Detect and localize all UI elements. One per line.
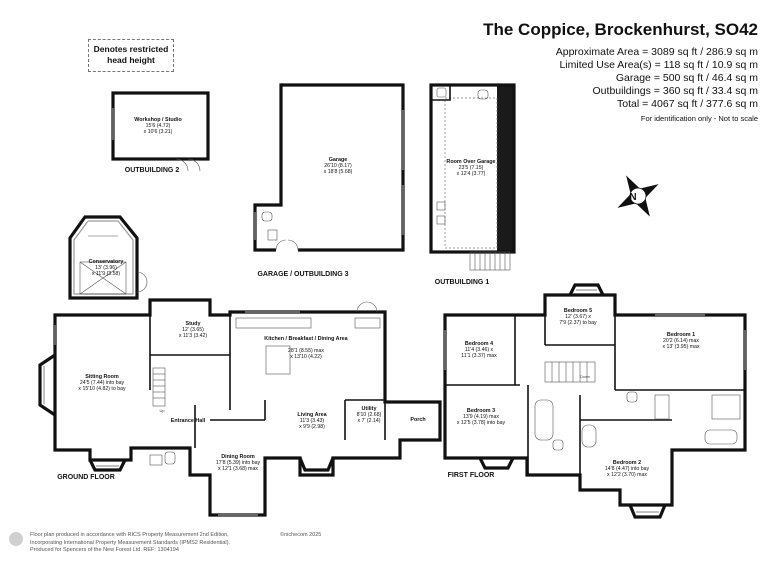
garage-label: GARAGE / OUTBUILDING 3	[257, 271, 348, 278]
compass-north-label: N	[629, 192, 636, 203]
workshop-dim-1: 15'6 (4.72)	[146, 123, 171, 129]
kitchen-dim-1: 28'1 (8.55) max	[288, 348, 324, 354]
utility-dim-1: 8'10 (2.68)	[357, 412, 382, 418]
restricted-legend-line1: Denotes restricted	[93, 44, 169, 54]
bedroom5-dim-2: 7'9 (2.37) to bay	[559, 320, 597, 326]
area-garage: Garage = 500 sq ft / 46.4 sq m	[615, 72, 758, 84]
conservatory-name: Conservatory	[89, 259, 124, 265]
porch-name: Porch	[410, 417, 425, 423]
bedroom5-dim-1: 12' (3.67) x	[565, 314, 591, 320]
footer-line-2: Incorporating International Property Mea…	[30, 539, 230, 546]
living-area-dim-2: x 9'9 (2.98)	[299, 424, 325, 430]
dining-room-dim-2: x 12'1 (3.68) max	[218, 466, 258, 472]
ground-floor-plan: Conservatory 13' (3.96) x 11'9 (3.58) Up	[38, 215, 442, 517]
first-floor-label: FIRST FLOOR	[448, 472, 495, 479]
bedroom2-dim-1: 14'8 (4.47) into bay	[605, 466, 650, 472]
bedroom2-name: Bedroom 2	[613, 460, 641, 466]
compass-rose-icon	[617, 175, 659, 217]
bedroom5-name: Bedroom 5	[564, 308, 592, 314]
garage-dim-1: 26'10 (8.17)	[324, 163, 352, 169]
ground-stairs	[152, 367, 166, 407]
footer-notes: Floor plan produced in accordance with R…	[30, 532, 230, 555]
utility-dim-2: x 7' (2.14)	[358, 418, 381, 424]
footer-copyright: ©nichecom 2025	[280, 532, 322, 538]
room-over-garage-name: Room Over Garage	[446, 159, 495, 165]
living-area-dim-1: 11'3 (3.43)	[300, 418, 325, 424]
bedroom3-name: Bedroom 3	[467, 408, 495, 414]
living-area-name: Living Area	[297, 412, 327, 418]
conservatory-dim-2: x 11'9 (3.58)	[92, 271, 121, 277]
dining-room-dim-1: 17'8 (5.39) into bay	[216, 460, 261, 466]
outbuilding-1-plan: Room Over Garage 23'5 (7.15) x 12'4 (3.7…	[429, 83, 516, 286]
room-over-garage-dim-1: 23'5 (7.15)	[459, 165, 484, 171]
workshop-name: Workshop / Studio	[134, 117, 182, 123]
bedroom1-dim-1: 20'2 (6.14) max	[663, 338, 699, 344]
ground-floor-label: GROUND FLOOR	[57, 474, 115, 481]
study-name: Study	[186, 321, 201, 327]
room-over-garage-dim-2: x 12'4 (3.77)	[457, 171, 486, 177]
outbuilding-1-label: OUTBUILDING 1	[435, 279, 490, 286]
up-marker: Up	[159, 408, 165, 413]
bedroom4-dim-2: 11'1 (3.37) max	[461, 353, 497, 359]
area-total: Total = 4067 sq ft / 377.6 sq m	[617, 98, 758, 110]
bedroom4-name: Bedroom 4	[465, 341, 493, 347]
bedroom3-dim-1: 13'9 (4.19) max	[463, 414, 499, 420]
restricted-legend-line2: head height	[107, 55, 155, 65]
rics-logo-icon	[9, 532, 23, 546]
bedroom1-name: Bedroom 1	[667, 332, 695, 338]
workshop-dim-2: x 10'6 (3.21)	[144, 129, 173, 135]
conservatory-dim-1: 13' (3.96)	[95, 265, 117, 271]
bedroom2-dim-2: x 12'2 (3.70) max	[607, 472, 647, 478]
kitchen-dim-2: x 13'10 (4.22)	[290, 354, 322, 360]
sitting-room-dim-2: x 15'10 (4.82) to bay	[78, 386, 126, 392]
area-limited-use: Limited Use Area(s) = 118 sq ft / 10.9 s…	[559, 59, 758, 71]
study-dim-1: 12' (3.65)	[182, 327, 204, 333]
first-floor-stairs	[544, 361, 596, 383]
property-title: The Coppice, Brockenhurst, SO42	[483, 20, 758, 39]
garage-plan: Garage 26'10 (8.17) x 18'8 (5.68) GARAGE…	[253, 83, 405, 278]
outbuilding-2-plan: Workshop / Studio 15'6 (4.72) x 10'6 (3.…	[111, 91, 210, 174]
area-summary: Approximate Area = 3089 sq ft / 286.9 sq…	[556, 46, 758, 126]
restricted-height-legend: Denotes restricted head height	[88, 39, 174, 72]
garage-dim-2: x 18'8 (5.68)	[324, 169, 353, 175]
bedroom1-dim-2: x 13' (3.95) max	[662, 344, 699, 350]
study-dim-2: x 11'3 (3.42)	[179, 333, 208, 339]
outbuilding-1-stairs	[469, 251, 511, 271]
kitchen-name: Kitchen / Breakfast / Dining Area	[264, 336, 348, 342]
dining-room-name: Dining Room	[221, 454, 255, 460]
area-approximate: Approximate Area = 3089 sq ft / 286.9 sq…	[555, 46, 758, 58]
area-outbuildings: Outbuildings = 360 sq ft / 33.4 sq m	[592, 85, 758, 97]
bedroom3-dim-2: x 12'5 (3.78) into bay	[457, 420, 506, 426]
footer-line-1: Floor plan produced in accordance with R…	[30, 532, 229, 538]
outbuilding-2-label: OUTBUILDING 2	[125, 167, 180, 174]
sitting-room-dim-1: 24'5 (7.44) into bay	[80, 380, 125, 386]
scale-note: For identification only - Not to scale	[640, 114, 758, 123]
down-marker: Down	[580, 374, 590, 379]
garage-name: Garage	[329, 157, 348, 163]
bedroom4-dim-1: 11'4 (3.46) x	[465, 347, 494, 353]
sitting-room-name: Sitting Room	[85, 374, 119, 380]
utility-name: Utility	[362, 406, 377, 412]
footer-line-3: Produced for Spencers of the New Forest …	[30, 547, 179, 553]
first-floor-plan: Down Bedroom 5 12' (3.67) x 7'9 (2.37) t…	[443, 283, 747, 519]
entrance-hall-name: Entrance Hall	[171, 418, 206, 424]
